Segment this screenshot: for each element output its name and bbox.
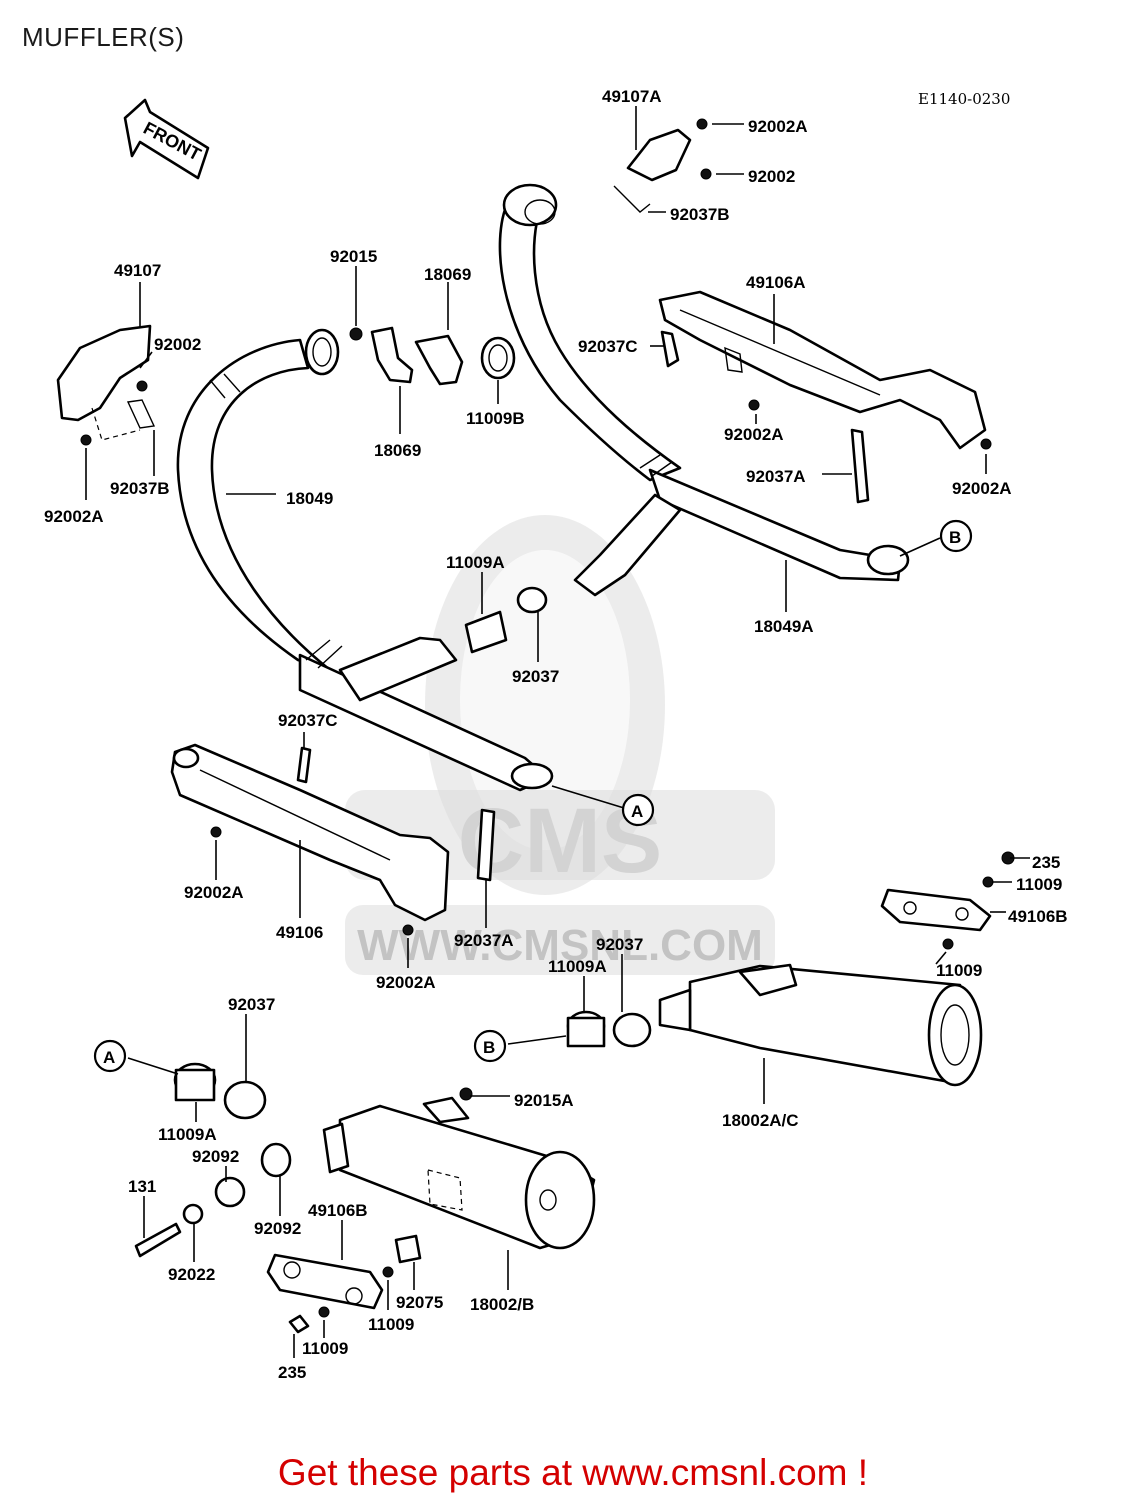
watermark-url: WWW.CMSNL.COM [357, 921, 763, 970]
part-label: 49107A [602, 87, 662, 106]
part-label: 92002A [184, 883, 244, 902]
part-label: 11009B [466, 409, 525, 428]
heat-guard-49107 [56, 324, 156, 441]
part-label: 92002A [44, 507, 104, 526]
part-label: 92075 [396, 1293, 443, 1312]
part-label: 92037B [110, 479, 170, 498]
ref-circle-a-upper: A [621, 793, 655, 827]
part-label: 11009A [446, 553, 505, 572]
part-labels: 49107A 92002A 92002 92037B 49107 92002 9… [44, 87, 1068, 1382]
ref-circle-a-lower: A [93, 1039, 127, 1073]
footer-promo-link[interactable]: Get these parts at www.cmsnl.com ! [277, 1452, 869, 1493]
part-label: 131 [128, 1177, 156, 1196]
part-label: 18002A/C [722, 1111, 799, 1130]
ref-label-a: A [631, 802, 643, 821]
part-label: 49106A [746, 273, 806, 292]
bracket-49106b-lower [80, 118, 992, 1334]
part-label: 11009 [1016, 875, 1062, 894]
part-label: 49106B [1008, 907, 1068, 926]
exhaust-pipe-left [176, 328, 554, 792]
heat-guard-49106 [170, 743, 496, 922]
part-label: 92092 [192, 1147, 239, 1166]
part-label: 18069 [374, 441, 421, 460]
part-label: 235 [1032, 853, 1060, 872]
part-label: 92002A [724, 425, 784, 444]
part-label: 49106B [308, 1201, 368, 1220]
flange-clamps-18069 [349, 326, 516, 386]
part-label: 18069 [424, 265, 471, 284]
part-label: 11009A [548, 957, 607, 976]
front-arrow-icon: FRONT [123, 98, 210, 180]
ref-label-b: B [483, 1038, 495, 1057]
part-label: 92037 [228, 995, 275, 1014]
reference-markers: B A B A [93, 519, 973, 1073]
part-label: 11009 [368, 1315, 414, 1334]
part-label: 92022 [168, 1265, 215, 1284]
muffler-18002a-c [658, 963, 983, 1087]
ref-circle-b-upper: B [939, 519, 973, 553]
part-label: 92092 [254, 1219, 301, 1238]
muffler-18002-b [322, 1087, 596, 1250]
part-label: 92037 [596, 935, 643, 954]
part-label: 92015 [330, 247, 377, 266]
connector-sleeves [173, 586, 652, 1120]
page-title: MUFFLER(S) [22, 22, 185, 52]
part-label: 11009A [158, 1125, 217, 1144]
part-label: 92037C [578, 337, 638, 356]
part-label: 49107 [114, 261, 161, 280]
part-label: 18049A [754, 617, 814, 636]
part-label: 92002 [748, 167, 795, 186]
part-label: 92037A [746, 467, 806, 486]
part-label: 18049 [286, 489, 333, 508]
part-label: 92002A [952, 479, 1012, 498]
part-label: 11009 [302, 1339, 348, 1358]
heat-guard-49106a [658, 290, 987, 504]
part-label: 49106 [276, 923, 323, 942]
bracket-49106b-right [880, 851, 1015, 950]
ref-label-b: B [949, 528, 961, 547]
exhaust-pipe-right [498, 183, 910, 597]
diagram-code: E1140-0230 [918, 90, 1010, 108]
part-label: 92002 [154, 335, 201, 354]
part-label: 92037C [278, 711, 338, 730]
leader-lines [85, 106, 1030, 1358]
part-label: 92002A [376, 973, 436, 992]
ref-circle-b-lower: B [473, 1029, 507, 1063]
part-label: 92037 [512, 667, 559, 686]
part-label: 92015A [514, 1091, 574, 1110]
part-label: 18002/B [470, 1295, 534, 1314]
part-label: 92037B [670, 205, 730, 224]
part-label: 92037A [454, 931, 514, 950]
part-label: 11009 [936, 961, 982, 980]
part-label: 92002A [748, 117, 808, 136]
heat-guard-49107a [613, 128, 692, 213]
ref-label-a: A [103, 1048, 115, 1067]
part-label: 235 [278, 1363, 306, 1382]
